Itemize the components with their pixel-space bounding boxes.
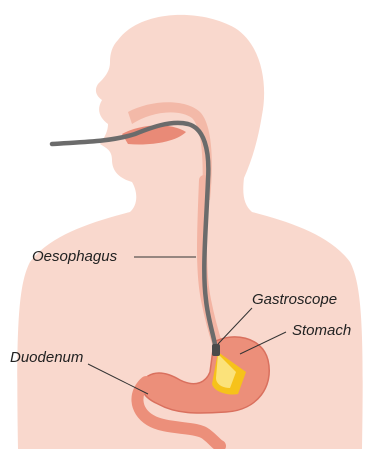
gastroscope-tip: [212, 344, 220, 356]
duodenum-label: Duodenum: [10, 350, 83, 365]
stomach-label: Stomach: [292, 323, 351, 338]
oesophagus-label: Oesophagus: [32, 249, 117, 264]
gastroscope-label: Gastroscope: [252, 292, 337, 307]
